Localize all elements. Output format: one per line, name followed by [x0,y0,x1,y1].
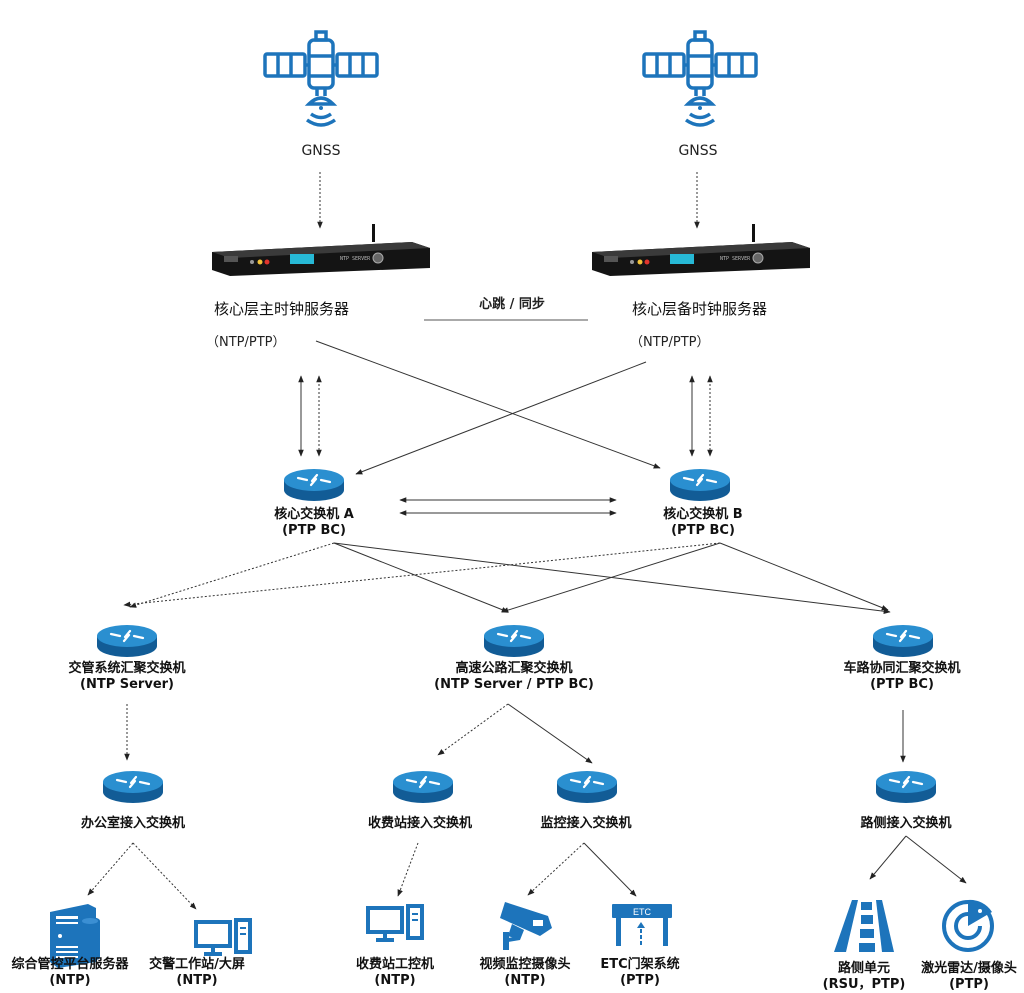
primary-server-protocol: （NTP/PTP） [206,335,286,350]
satellite-icon [642,30,758,127]
etc-gantry-icon: ETC [612,904,672,946]
endpoint-workstation-label: 交警工作站/大屏 (NTP) [149,957,245,989]
core-switch-a-name: 核心交换机 A [274,507,354,522]
primary-server-title: 核心层主时钟服务器 [214,300,350,318]
router-icon-traffic-agg [95,623,159,659]
endpoint-name: 综合管控平台服务器 [11,957,129,972]
highway-agg-label: 高速公路汇聚交换机 (NTP Server / PTP BC) [434,661,594,693]
core-switch-a-label: 核心交换机 A (PTP BC) [274,507,354,539]
endpoint-server-label: 综合管控平台服务器 (NTP) [11,957,128,989]
endpoint-camera-label: 视频监控摄像头 (NTP) [479,957,570,989]
router-icon-core-a [282,467,346,503]
highway-agg-name: 高速公路汇聚交换机 [455,661,573,676]
endpoint-name: 收费站工控机 [355,957,435,972]
core-b-to-highway-agg [501,542,721,613]
monitor-to-etc [583,842,637,897]
endpoint-role: (NTP) [504,973,546,988]
endpoint-rsu-label: 路侧单元 (RSU，PTP) [823,961,906,993]
router-icon-roadside [874,769,938,805]
v2x-agg-role: (PTP BC) [870,677,934,692]
monitor-to-camera [527,842,585,896]
toll-to-pc [397,842,419,897]
heartbeat-label: 心跳 / 同步 [479,297,545,312]
gnss-label-backup: GNSS [678,143,718,159]
gnss-label-primary: GNSS [301,143,341,159]
router-icon-highway-agg [482,623,546,659]
endpoint-role: (NTP) [49,973,91,988]
v2x-agg-name: 车路协同汇聚交换机 [843,661,961,676]
etc-badge: ETC [633,907,652,917]
core-switch-b-name: 核心交换机 B [663,507,743,522]
endpoint-name: 路侧单元 [837,961,890,976]
workstation-icon [194,918,252,956]
endpoint-name: 激光雷达/摄像头 [921,961,1017,976]
traffic-agg-label: 交管系统汇聚交换机 (NTP Server) [68,661,185,693]
primary-to-core-b-cross [315,340,661,469]
roadside-to-radar [905,835,967,884]
endpoint-role: (PTP) [620,973,660,988]
traffic-agg-role: (NTP Server) [80,677,174,692]
router-icon-monitor [555,769,619,805]
backup-server-protocol: （NTP/PTP） [630,335,710,350]
core-b-to-traffic-agg [123,542,721,608]
highway-agg-to-toll [437,703,509,756]
radar-icon [942,899,994,952]
endpoint-role: (NTP) [176,973,218,988]
road-icon [834,900,894,952]
router-icon-v2x-agg [871,623,935,659]
router-icon-core-b [668,467,732,503]
backup-server-title: 核心层备时钟服务器 [632,300,768,318]
cctv-camera-icon [500,902,552,950]
highway-agg-to-monitor [507,703,593,764]
core-switch-b-role: (PTP BC) [671,523,735,538]
endpoint-role: (RSU，PTP) [822,977,906,992]
core-b-to-v2x-agg [719,542,889,611]
traffic-agg-name: 交管系统汇聚交换机 [68,661,186,676]
endpoint-name: ETC门架系统 [600,957,680,972]
endpoint-role: (NTP) [374,973,416,988]
office-to-workstation [132,842,197,910]
roadside-access-label: 路侧接入交换机 [860,816,952,831]
roadside-to-rsu [869,835,907,880]
endpoint-etc-label: ETC门架系统 (PTP) [600,957,679,989]
endpoint-name: 视频监控摄像头 [479,957,571,972]
endpoint-name: 交警工作站/大屏 [149,957,245,972]
endpoint-role: (PTP) [949,977,989,992]
ntp-server-device [211,223,431,277]
workstation-icon [366,904,424,942]
toll-access-label: 收费站接入交换机 [367,816,473,831]
core-a-to-highway-agg [333,542,509,613]
ntp-server-device [591,223,811,277]
server-tower-icon [50,904,100,968]
router-icon-office [101,769,165,805]
office-access-label: 办公室接入交换机 [80,816,186,831]
core-a-to-traffic-agg [129,542,335,608]
core-switch-b-label: 核心交换机 B (PTP BC) [663,507,742,539]
core-switch-a-role: (PTP BC) [282,523,346,538]
endpoint-radar-label: 激光雷达/摄像头 (PTP) [921,961,1017,993]
highway-agg-role: (NTP Server / PTP BC) [434,677,594,692]
endpoint-toll-pc-label: 收费站工控机 (NTP) [356,957,434,989]
backup-to-core-a-cross [355,361,647,475]
connections [87,172,967,910]
satellite-icon [263,30,379,127]
router-icon-toll [391,769,455,805]
office-to-server [87,842,134,896]
monitor-access-label: 监控接入交换机 [540,816,632,831]
v2x-agg-label: 车路协同汇聚交换机 (PTP BC) [843,661,960,693]
